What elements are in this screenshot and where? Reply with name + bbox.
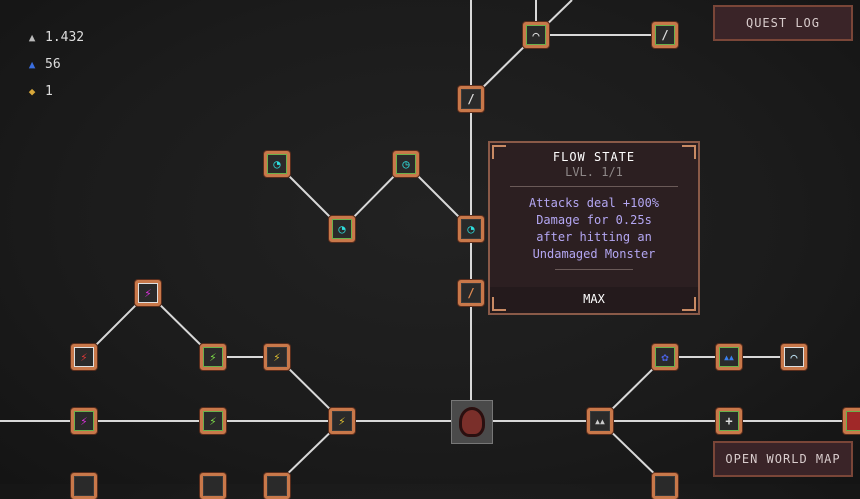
corner-ornament [682, 297, 696, 311]
bolt-icon: ⚡ [267, 347, 287, 367]
bolt-icon: ⚡ [203, 411, 223, 431]
skill-node-swirl[interactable]: ◔ [264, 151, 290, 177]
plus-icon: + [719, 411, 739, 431]
skill-node-magenta-strike[interactable]: ⚡ [71, 408, 97, 434]
bolt-icon: ⚡ [74, 347, 94, 367]
silver-shard-icon: ▲ [28, 31, 36, 44]
blue-shard-counter: ▲56 [26, 51, 84, 78]
blue-shard-icon: ▲ [28, 58, 36, 71]
quest-log-button[interactable]: QUEST LOG [713, 5, 853, 41]
gear-icon [74, 476, 94, 496]
skill-node-partial[interactable] [200, 473, 226, 499]
skill-node-red-bolt[interactable]: ⚡ [71, 344, 97, 370]
corner-ornament [682, 145, 696, 159]
swirl-icon: ◔ [267, 154, 287, 174]
skill-node-plus[interactable]: + [716, 408, 742, 434]
sword-icon: / [461, 283, 481, 303]
gold-token-icon: ◆ [28, 85, 36, 98]
skill-tooltip: FLOW STATE LVL. 1/1 Attacks deal +100% D… [488, 141, 700, 315]
skill-description: Attacks deal +100% Damage for 0.25s afte… [490, 195, 698, 263]
skill-node-partial[interactable] [264, 473, 290, 499]
flower-icon: ✿ [655, 347, 675, 367]
bolt-icon: ⚡ [74, 411, 94, 431]
skill-node-arc[interactable]: ⌒ [781, 344, 807, 370]
skill-node-flow-state[interactable]: ◔ [458, 216, 484, 242]
silver-shard-counter: ▲1.432 [26, 24, 84, 51]
gear-icon [655, 476, 675, 496]
skill-node-clock[interactable]: ◷ [393, 151, 419, 177]
skill-node-paws[interactable]: ▲▲ [587, 408, 613, 434]
divider [510, 186, 678, 187]
skill-node-scythe[interactable]: ⌒ [523, 22, 549, 48]
skill-node-yellow-bolt[interactable]: ⚡ [264, 344, 290, 370]
gear-icon [203, 476, 223, 496]
blade-icon: / [461, 89, 481, 109]
description-line: Undamaged Monster [532, 247, 656, 261]
skill-node-yellow-strike[interactable]: ⚡ [329, 408, 355, 434]
skill-node-magnet[interactable] [843, 408, 860, 434]
skill-node-blade[interactable]: / [458, 86, 484, 112]
resource-counters: ▲1.432 ▲56 ◆1 [26, 24, 84, 105]
bolt-icon: ⚡ [138, 283, 158, 303]
skill-node-swirl-2[interactable]: ◔ [329, 216, 355, 242]
magnet-icon [846, 411, 860, 431]
corner-ornament [492, 145, 506, 159]
scythe-icon: ⌒ [526, 25, 546, 45]
slash-icon: / [655, 25, 675, 45]
skill-node-blue-flower[interactable]: ✿ [652, 344, 678, 370]
skill-node-magenta-bolt[interactable]: ⚡ [135, 280, 161, 306]
description-line: after hitting an [536, 230, 652, 244]
description-line: Damage for 0.25s [536, 213, 652, 227]
skill-node-partial[interactable] [652, 473, 678, 499]
gold-token-counter: ◆1 [26, 78, 84, 105]
skill-node-partial[interactable] [71, 473, 97, 499]
corner-ornament [492, 297, 506, 311]
skill-status: MAX [490, 287, 698, 313]
skill-node-green-bolt[interactable]: ⚡ [200, 344, 226, 370]
paws-icon: ▲▲ [590, 411, 610, 431]
paws-icon: ▲▲ [719, 347, 739, 367]
swirl-icon: ◔ [332, 219, 352, 239]
skill-level: LVL. 1/1 [565, 165, 623, 179]
skill-node-green-strike[interactable]: ⚡ [200, 408, 226, 434]
player-emblem-icon [459, 407, 485, 437]
bolt-icon: ⚡ [332, 411, 352, 431]
description-line: Attacks deal +100% [528, 196, 660, 210]
skill-title: FLOW STATE [552, 150, 636, 164]
swirl-icon: ◔ [461, 219, 481, 239]
skill-node-blue-paws[interactable]: ▲▲ [716, 344, 742, 370]
bolt-icon: ⚡ [203, 347, 223, 367]
player-core-node[interactable] [451, 400, 493, 444]
skill-node-sword[interactable]: / [458, 280, 484, 306]
gear-icon [267, 476, 287, 496]
arc-icon: ⌒ [784, 347, 804, 367]
divider [555, 269, 633, 270]
skill-node-slash[interactable]: / [652, 22, 678, 48]
clock-icon: ◷ [396, 154, 416, 174]
open-world-map-button[interactable]: OPEN WORLD MAP [713, 441, 853, 477]
